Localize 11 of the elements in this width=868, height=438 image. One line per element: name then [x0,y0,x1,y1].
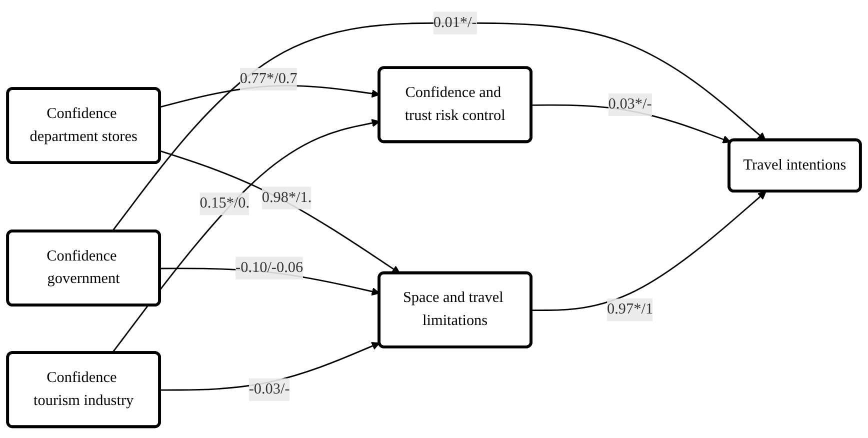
edge-label: 0.97*/1 [607,301,654,318]
edge-label: -0.10/-0.06 [236,259,304,276]
arrow [160,150,400,274]
arrow [532,191,766,311]
edge-label: 0.15*/0. [200,195,250,212]
arrow [112,22,766,232]
edge-label: 0.77*/0.7 [240,70,298,87]
edge-label: 0.03*/- [608,96,652,112]
edge-label: -0.03/- [248,380,290,398]
edge-label: 0.01*/- [433,14,477,30]
edge-label: 0.98*/1. [262,189,312,206]
